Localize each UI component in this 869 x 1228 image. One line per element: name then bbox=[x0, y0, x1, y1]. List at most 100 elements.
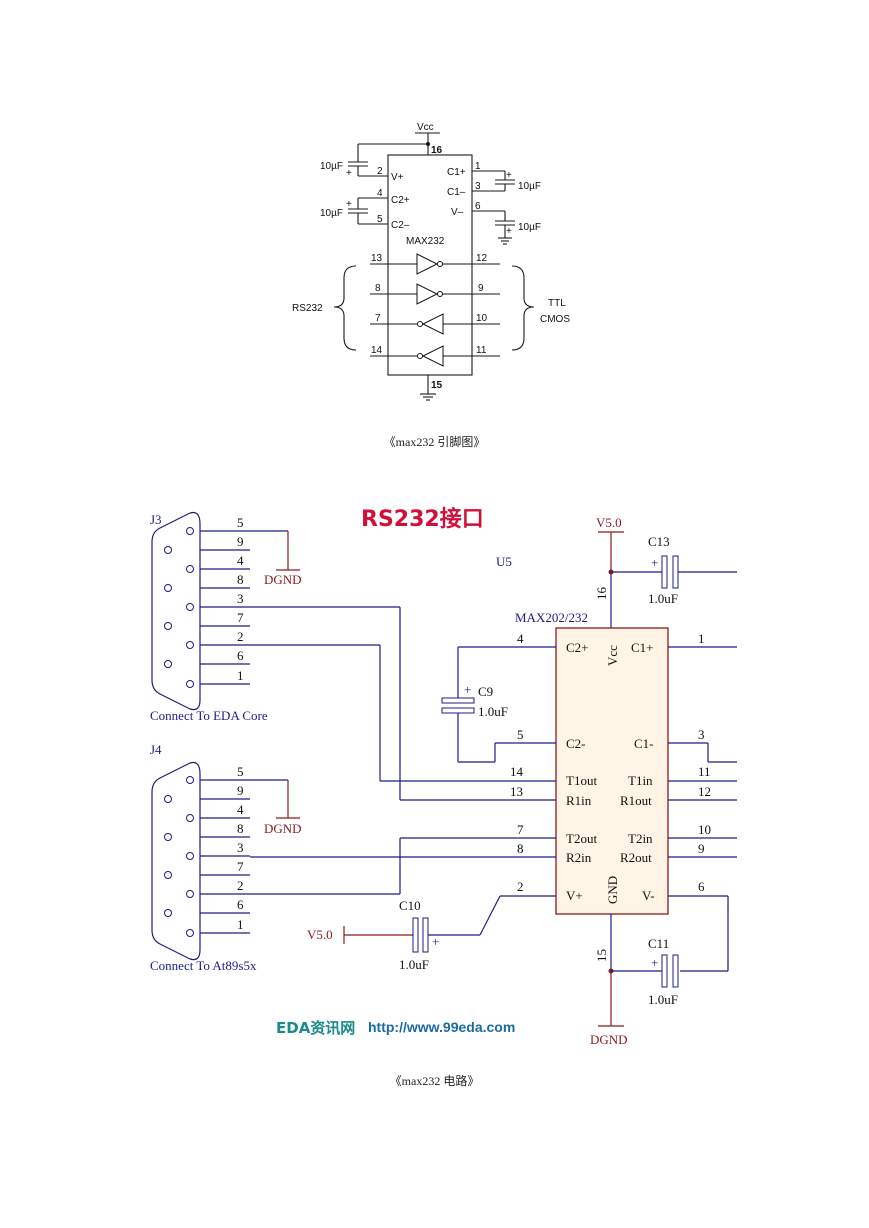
label-c1-plus: C1+ bbox=[447, 167, 466, 178]
pin-num-11: 11 bbox=[698, 764, 711, 779]
receiver-buffer-2 bbox=[421, 345, 444, 367]
j4-pins bbox=[164, 776, 250, 937]
plus-c11: + bbox=[651, 955, 658, 970]
pin-right-3: 3 bbox=[475, 181, 481, 192]
pin-left-2: 2 bbox=[377, 166, 383, 177]
c9-label: C9 bbox=[478, 684, 493, 699]
pin-right-10: 10 bbox=[476, 313, 488, 324]
plus-c13: + bbox=[651, 555, 658, 570]
pin-num-16: 16 bbox=[594, 587, 609, 601]
pin-num-14: 14 bbox=[510, 764, 524, 779]
cap-value-2: 10µF bbox=[320, 208, 343, 219]
pin-top: 16 bbox=[431, 145, 443, 156]
pin-num-4: 4 bbox=[517, 631, 524, 646]
pin-left-13: 13 bbox=[371, 253, 383, 264]
j3-pin-4: 4 bbox=[237, 553, 244, 568]
plus-c10: + bbox=[432, 934, 439, 949]
j3-pin-7: 7 bbox=[237, 610, 244, 625]
pin-left-4: 4 bbox=[377, 188, 383, 199]
pin-bottom: 15 bbox=[431, 380, 443, 391]
j4-pin-6: 6 bbox=[237, 897, 244, 912]
v50-top-label: V5.0 bbox=[596, 515, 622, 530]
chip-r1in: R1in bbox=[566, 793, 592, 808]
pin-right-11: 11 bbox=[476, 345, 487, 356]
pin-num-10: 10 bbox=[698, 822, 711, 837]
watermark-cn: EDA资讯网 bbox=[276, 1019, 355, 1037]
pin-num-5: 5 bbox=[517, 727, 524, 742]
j3-caption: Connect To EDA Core bbox=[150, 708, 268, 723]
cap-value-4: 10µF bbox=[518, 222, 541, 233]
chip-r2out: R2out bbox=[620, 850, 652, 865]
label-c2-minus: C2– bbox=[391, 220, 410, 231]
label-c2-plus: C2+ bbox=[391, 195, 410, 206]
svg-text:+: + bbox=[346, 199, 352, 210]
chip-c2-plus: C2+ bbox=[566, 640, 589, 655]
chip-t1out: T1out bbox=[566, 773, 597, 788]
j4-pin-3: 3 bbox=[237, 840, 244, 855]
chip-v-plus: V+ bbox=[566, 888, 583, 903]
caption-circuit: 《max232 电路》 bbox=[389, 1074, 480, 1088]
c11-label: C11 bbox=[648, 936, 669, 951]
j3-pins bbox=[164, 527, 250, 688]
chip-gnd-label: GND bbox=[605, 876, 620, 904]
max232-pinout-diagram: Vcc 16 MAX232 + 10µF + 10µF + 10µF + 10µ… bbox=[292, 122, 570, 401]
pin-left-14: 14 bbox=[371, 345, 383, 356]
pin-right-6: 6 bbox=[475, 201, 481, 212]
svg-text:+: + bbox=[506, 170, 512, 181]
u5-label: U5 bbox=[496, 554, 512, 569]
pin-num-1: 1 bbox=[698, 631, 705, 646]
circuit-title: RS232接口 bbox=[361, 507, 484, 532]
pin-num-2: 2 bbox=[517, 879, 524, 894]
driver-buffer-1 bbox=[416, 253, 439, 275]
max202-chip-body bbox=[555, 627, 669, 915]
j4-pin-1: 1 bbox=[237, 917, 244, 932]
j3-pin-9: 9 bbox=[237, 534, 244, 549]
j4-pin-5: 5 bbox=[237, 764, 244, 779]
c13-label: C13 bbox=[648, 534, 670, 549]
pin-num-13: 13 bbox=[510, 784, 523, 799]
chip-t1in: T1in bbox=[628, 773, 653, 788]
j4-label: J4 bbox=[150, 742, 162, 757]
chip-name-label: MAX202/232 bbox=[515, 610, 588, 625]
j3-pin-3: 3 bbox=[237, 591, 244, 606]
max232-chip-body bbox=[387, 154, 473, 376]
pinout-vcc-label: Vcc bbox=[417, 122, 434, 133]
j4-pin-8: 8 bbox=[237, 821, 244, 836]
caption-pinout: 《max232 引脚图》 bbox=[383, 435, 486, 449]
j3-pin-6: 6 bbox=[237, 648, 244, 663]
j4-pin-7: 7 bbox=[237, 859, 244, 874]
cap-value-1: 10µF bbox=[320, 161, 343, 172]
chip-vcc-label: Vcc bbox=[605, 645, 620, 666]
pin-num-9: 9 bbox=[698, 841, 705, 856]
chip-v-minus: V- bbox=[642, 888, 655, 903]
pin-num-7: 7 bbox=[517, 822, 524, 837]
brace-left bbox=[333, 265, 357, 351]
plus-c9: + bbox=[464, 682, 471, 697]
chip-c1-plus: C1+ bbox=[631, 640, 654, 655]
cap-value-3: 10µF bbox=[518, 181, 541, 192]
label-v-minus: V– bbox=[451, 207, 464, 218]
pin-left-5: 5 bbox=[377, 214, 383, 225]
j3-label: J3 bbox=[150, 512, 162, 527]
watermark-url: http://www.99eda.com bbox=[368, 1019, 515, 1035]
chip-r1out: R1out bbox=[620, 793, 652, 808]
driver-buffer-2 bbox=[416, 283, 439, 305]
brace-left-label: RS232 bbox=[292, 303, 323, 314]
c9-value: 1.0uF bbox=[478, 704, 508, 719]
j4-connector-shell bbox=[151, 761, 201, 961]
v50-left-label: V5.0 bbox=[307, 927, 333, 942]
pin-num-8: 8 bbox=[517, 841, 524, 856]
j4-pin-4: 4 bbox=[237, 802, 244, 817]
j3-dgnd-label: DGND bbox=[264, 572, 302, 587]
pin-num-15: 15 bbox=[594, 949, 609, 962]
chip-c2-minus: C2- bbox=[566, 736, 586, 751]
j4-dgnd-label: DGND bbox=[264, 821, 302, 836]
j3-pin-1: 1 bbox=[237, 668, 244, 683]
brace-right bbox=[511, 265, 535, 351]
pin-left-7: 7 bbox=[375, 313, 381, 324]
chip-c1-minus: C1- bbox=[634, 736, 654, 751]
j4-pin-9: 9 bbox=[237, 783, 244, 798]
max232-chip-label: MAX232 bbox=[406, 236, 445, 247]
c10-label: C10 bbox=[399, 898, 421, 913]
pin-right-12: 12 bbox=[476, 253, 488, 264]
